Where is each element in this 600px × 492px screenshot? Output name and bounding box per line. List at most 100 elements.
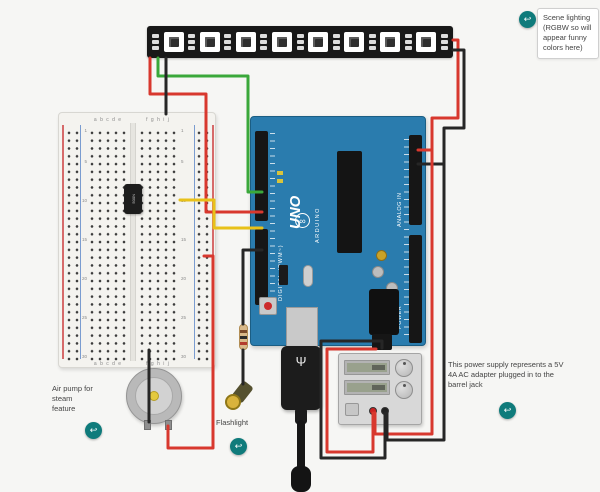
arduino-logo-icon: ∞	[295, 213, 310, 228]
neopixel-led[interactable]	[271, 32, 292, 52]
usb-socket	[286, 307, 318, 347]
current-display	[344, 380, 390, 395]
usb-cable[interactable]	[297, 420, 305, 472]
brand-label: ARDUINO	[315, 207, 321, 243]
barrel-plug[interactable]	[372, 334, 392, 350]
annotation-marker-air-pump[interactable]: ↩	[85, 422, 102, 439]
column-letters-bottom-right: f g h i j	[146, 361, 170, 367]
strip-solder-pads	[368, 34, 376, 50]
current-knob[interactable]	[395, 381, 413, 399]
strip-solder-pads	[441, 34, 448, 50]
strip-solder-pads	[224, 34, 232, 50]
digital-header-upper[interactable]	[255, 131, 268, 221]
annotation-arrow-icon: ↩	[89, 425, 98, 435]
reset-button[interactable]	[259, 297, 277, 315]
usb-plug[interactable]: Ψ	[281, 346, 321, 410]
row-number: 1	[181, 128, 184, 133]
row-number: 20	[181, 276, 187, 282]
air-pump-motor[interactable]	[126, 368, 188, 430]
capacitor-1	[372, 266, 384, 278]
annotation-arrow-icon: ↩	[234, 441, 243, 451]
barrel-jack[interactable]	[369, 289, 399, 335]
negative-terminal[interactable]	[381, 407, 389, 415]
neopixel-led[interactable]	[199, 32, 220, 52]
breadboard[interactable]: a b c d e f g h i j a b c d e f g h i j …	[58, 112, 216, 368]
neopixel-chip	[168, 37, 179, 47]
column-letters-top-right: f g h i j	[146, 117, 170, 123]
voltage-display	[344, 360, 390, 375]
resistor-band-3	[240, 342, 247, 345]
power-header[interactable]	[409, 235, 422, 343]
atmega-chip	[337, 151, 362, 253]
arduino-logo-glyph: ∞	[299, 215, 306, 226]
row-number: 25	[181, 315, 187, 321]
column-letters-bottom-left: a b c d e	[93, 361, 123, 367]
flashlight-lens	[225, 394, 241, 410]
analog-header[interactable]	[409, 135, 422, 225]
neopixel-led[interactable]	[344, 32, 365, 52]
motor-terminal-positive[interactable]	[165, 420, 172, 430]
neopixel-chip	[313, 37, 324, 47]
positive-terminal[interactable]	[369, 407, 377, 415]
led-strip[interactable]	[147, 26, 453, 58]
note-flashlight: Flashlight	[216, 418, 249, 427]
motor-shaft	[149, 391, 159, 401]
row-number: 10	[181, 198, 187, 204]
voltage-knob[interactable]	[395, 359, 413, 377]
resistor[interactable]	[239, 324, 248, 350]
power-supply[interactable]	[338, 353, 422, 425]
note-scene-lighting: Scene lighting (RGBW so will appear funn…	[537, 8, 599, 59]
note-air-pump: Air pump for steam feature	[52, 384, 93, 414]
motor-terminal-negative[interactable]	[144, 420, 151, 430]
row-number: 30	[181, 354, 187, 360]
power-rail-right[interactable]	[195, 129, 211, 363]
row-number: 30	[81, 354, 87, 360]
led-strip-pixels	[152, 32, 448, 52]
transistor[interactable]: 500N	[124, 184, 142, 214]
row-number: 10	[81, 198, 87, 204]
rail-stripe-red-right	[212, 125, 214, 359]
annotation-arrow-icon: ↩	[523, 14, 532, 24]
flashlight-bulb[interactable]	[224, 380, 258, 418]
annotation-marker-power-supply[interactable]: ↩	[499, 402, 516, 419]
row-number: 1	[84, 128, 87, 133]
terminal-block-f-j[interactable]	[138, 129, 178, 363]
usb-interface-chip	[279, 265, 288, 285]
strip-solder-pads	[260, 34, 268, 50]
row-number: 15	[81, 237, 87, 243]
arduino-uno[interactable]: DIGITAL (PWM~) UNO ∞ ARDUINO ANALOG IN P…	[250, 116, 426, 347]
strip-solder-pads	[152, 34, 159, 50]
strip-solder-pads	[332, 34, 340, 50]
neopixel-led[interactable]	[235, 32, 256, 52]
mounting-hole-gold	[376, 250, 387, 261]
neopixel-chip	[240, 37, 251, 47]
annotation-marker-flashlight[interactable]: ↩	[230, 438, 247, 455]
crystal-oscillator	[303, 265, 313, 287]
column-letters-top-left: a b c d e	[93, 117, 123, 123]
neopixel-led[interactable]	[380, 32, 401, 52]
digital-header-lower[interactable]	[255, 229, 268, 305]
power-rail-left[interactable]	[65, 129, 81, 363]
reset-button-cap	[264, 302, 272, 310]
row-number: 15	[181, 237, 187, 243]
neopixel-led[interactable]	[308, 32, 329, 52]
strip-solder-pads	[188, 34, 196, 50]
annotation-arrow-icon: ↩	[503, 405, 512, 415]
neopixel-led[interactable]	[163, 32, 184, 52]
strip-solder-pads	[404, 34, 412, 50]
center-groove	[130, 123, 136, 361]
neopixel-chip	[276, 37, 287, 47]
annotation-marker-scene-lighting[interactable]: ↩	[519, 11, 536, 28]
digital-pin-labels	[270, 133, 275, 303]
power-button[interactable]	[345, 403, 359, 416]
usb-cable-end	[291, 466, 311, 492]
row-number: 5	[181, 159, 184, 165]
row-number: 20	[81, 276, 87, 282]
neopixel-led[interactable]	[416, 32, 437, 52]
resistor-band-2	[240, 336, 247, 339]
terminal-block-a-e[interactable]	[88, 129, 128, 363]
row-number: 25	[81, 315, 87, 321]
